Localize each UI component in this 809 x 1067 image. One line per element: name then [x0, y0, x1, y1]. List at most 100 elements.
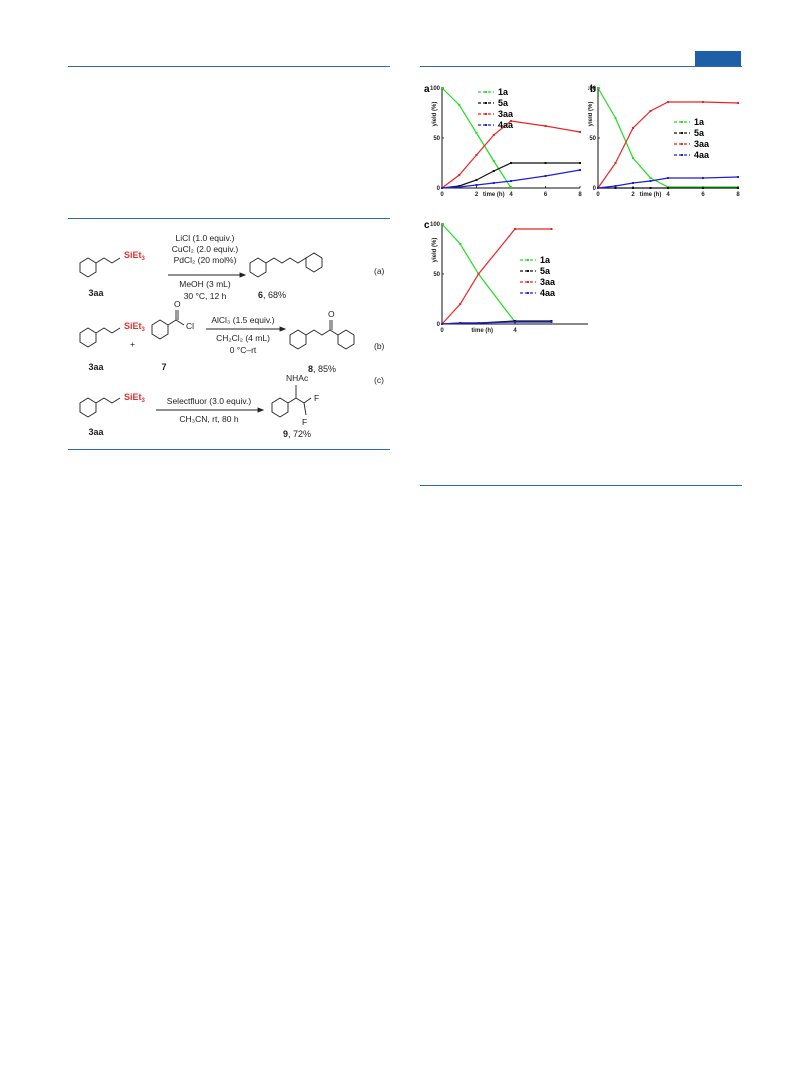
header-rule-right [420, 66, 742, 67]
legend-label-1a: 1a [498, 87, 509, 97]
reaction-tag-b: (b) [374, 341, 385, 351]
legend-label-4aa: 4aa [540, 288, 556, 298]
y-tick-label: 100 [430, 86, 441, 92]
panel-letter-b: b [590, 84, 596, 95]
data-point-3aa [550, 228, 553, 230]
plus-sign: + [130, 339, 135, 349]
x-tick-label: 0 [596, 192, 600, 198]
product-c-label: 9, 72% [283, 429, 311, 439]
cond-c-2: CH₃CN, rt, 80 h [179, 414, 238, 424]
figure-bottom-rule [420, 485, 742, 486]
y-tick-label: 100 [430, 222, 441, 228]
data-point-4aa [737, 176, 739, 178]
reactant-b-group: SiEt3 [124, 321, 146, 333]
legend-marker-3aa [681, 143, 683, 145]
data-point-3aa [667, 101, 669, 103]
reactant-a-label: 3aa [88, 288, 104, 298]
reactant-c-group: SiEt3 [124, 392, 146, 404]
data-point-1a [441, 223, 443, 225]
x-tick-label: 2 [631, 192, 635, 198]
data-point-1a [458, 104, 461, 106]
series-line-3aa [441, 120, 581, 189]
reactant-c-label: 3aa [88, 427, 104, 437]
reactant-a-group: SiEt3 [124, 250, 146, 262]
data-point-1a [510, 187, 512, 189]
data-point-5a [579, 162, 581, 164]
reaction-tag-c: (c) [374, 375, 384, 385]
legend-marker-5a [681, 132, 683, 134]
data-point-5a [737, 187, 739, 189]
data-point-3aa [614, 162, 617, 164]
x-tick-label: 6 [544, 192, 548, 198]
data-point-4aa [492, 182, 495, 184]
y-tick-label: 0 [437, 322, 441, 328]
legend-label-4aa: 4aa [694, 150, 710, 160]
y-tick-label: 0 [437, 186, 441, 192]
y-axis-label: yield (%) [432, 238, 438, 263]
panel-letter-a: a [424, 84, 430, 95]
product-c-F2: F [302, 417, 307, 427]
legend-marker-3aa [527, 281, 529, 283]
data-point-1a [597, 87, 599, 89]
series-line-3aa [597, 101, 739, 189]
legend-label-1a: 1a [540, 255, 551, 265]
reactant-b-label: 3aa [88, 362, 104, 372]
data-point-4aa [475, 184, 478, 186]
reagent-b-Cl: Cl [186, 321, 194, 331]
cond-b-1: AlCl₃ (1.5 equiv.) [211, 315, 274, 325]
product-a-label: 6, 68% [258, 290, 286, 300]
cond-a-4: MeOH (3 mL) [179, 279, 231, 289]
y-axis-label: yield (%) [432, 102, 438, 127]
data-point-1a [492, 160, 495, 162]
data-point-4aa [459, 322, 462, 324]
legend-marker-4aa [681, 154, 683, 156]
data-point-5a [492, 170, 495, 172]
cond-c-1: Selectfluor (3.0 equiv.) [167, 396, 252, 406]
series-line-1a [441, 223, 552, 323]
legend-label-5a: 5a [498, 98, 509, 108]
data-point-4aa [632, 182, 634, 184]
data-point-5a [510, 162, 512, 164]
x-tick-label: 2 [475, 192, 479, 198]
data-point-3aa [649, 110, 652, 112]
data-point-1a [441, 87, 443, 89]
legend-marker-5a [527, 270, 529, 272]
data-point-5a [667, 187, 669, 189]
data-point-3aa [514, 228, 516, 230]
data-point-4aa [649, 180, 652, 182]
cond-a-1: LiCl (1.0 equiv.) [176, 233, 235, 243]
legend-label-5a: 5a [540, 266, 551, 276]
legend-label-1a: 1a [694, 117, 705, 127]
y-tick-label: 100 [588, 86, 597, 92]
legend-label-5a: 5a [694, 128, 705, 138]
legend-label-4aa: 4aa [498, 120, 514, 130]
y-tick-label: 50 [433, 136, 440, 142]
x-tick-label: 8 [736, 192, 740, 198]
product-c-F1: F [314, 393, 319, 403]
legend-label-3aa: 3aa [540, 277, 556, 287]
legend-marker-3aa [485, 113, 487, 115]
x-axis-label: time (h) [483, 192, 505, 198]
product-c-NHAc: NHAc [286, 373, 309, 383]
cond-a-5: 30 °C, 12 h [184, 291, 227, 301]
data-point-5a [614, 187, 617, 189]
cond-a-3: PdCl₂ (20 mol%) [174, 255, 237, 265]
data-point-4aa [544, 175, 547, 177]
x-tick-label: 4 [513, 328, 517, 334]
reaction-tag-a: (a) [374, 266, 385, 276]
data-point-3aa [492, 134, 495, 136]
legend-label-3aa: 3aa [498, 109, 514, 119]
legend-marker-4aa [485, 124, 487, 126]
product-b-O: O [328, 309, 335, 319]
data-point-5a [544, 162, 547, 164]
x-axis-label: time (h) [471, 328, 493, 334]
data-point-3aa [579, 131, 581, 133]
y-axis-label: yield (%) [588, 102, 594, 127]
x-tick-label: 4 [509, 192, 513, 198]
data-point-4aa [702, 177, 704, 179]
x-axis-label: time (h) [640, 192, 662, 198]
data-point-1a [459, 243, 462, 245]
